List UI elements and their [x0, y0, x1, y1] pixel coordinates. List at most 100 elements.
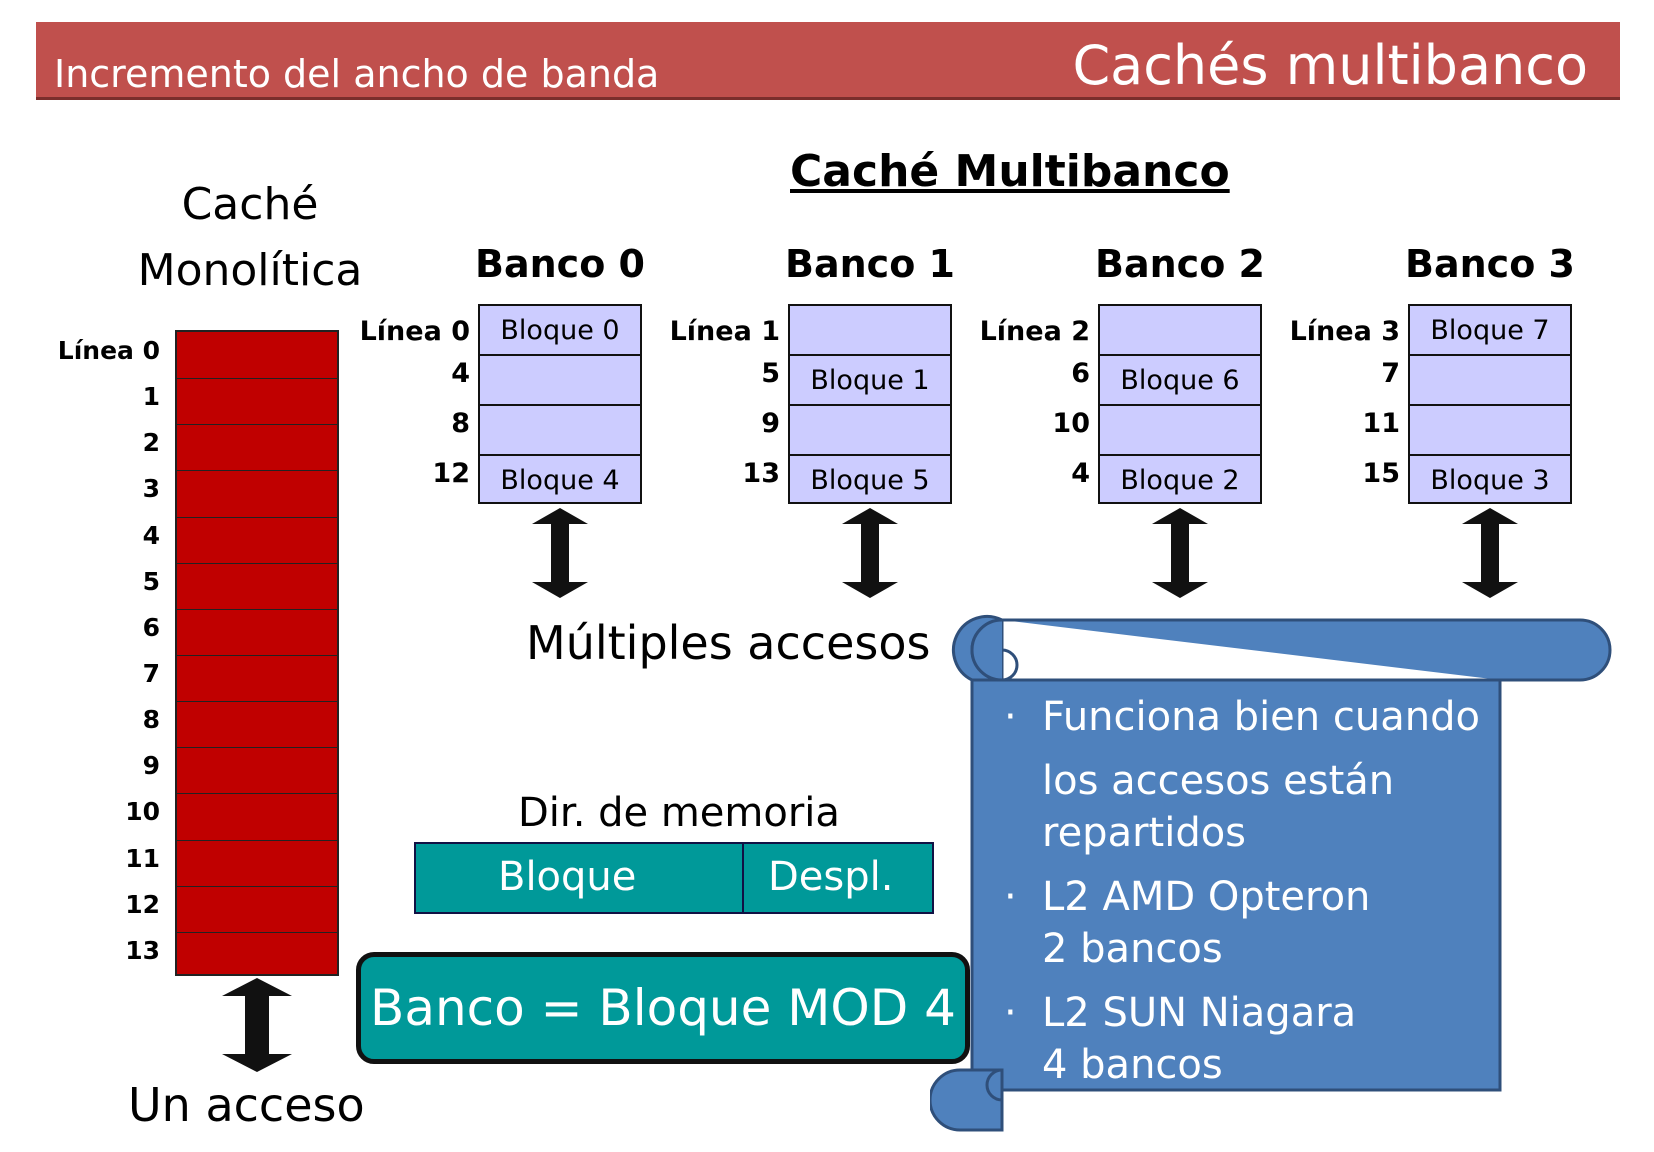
- bank-access-arrow: [842, 508, 898, 598]
- monolithic-line-label: 1: [142, 382, 160, 412]
- single-access-label: Un acceso: [128, 1078, 365, 1132]
- bank-access-arrow: [1152, 508, 1208, 598]
- bank-cell: Bloque 3: [1430, 465, 1550, 496]
- note-line: L2 SUN Niagara: [1042, 990, 1357, 1036]
- monolithic-line-label: 5: [142, 566, 160, 596]
- formula-text: Banco = Bloque MOD 4: [370, 979, 956, 1037]
- monolithic-row-divider: [177, 701, 337, 703]
- monolithic-row-divider: [177, 608, 337, 610]
- monolithic-line-label: 12: [125, 889, 160, 919]
- notes-scroll: [930, 614, 1612, 1132]
- bank-cell: [1410, 406, 1570, 456]
- monolithic-row-divider: [177, 424, 337, 426]
- bank-line-label: 8: [451, 408, 470, 439]
- monolithic-line-label: 3: [142, 474, 160, 504]
- bank-box: Bloque 7 Bloque 3: [1408, 304, 1572, 504]
- monolithic-title-line2: Monolítica: [137, 245, 363, 296]
- bank-access-arrow: [1462, 508, 1518, 598]
- header-left-title: Incremento del ancho de banda: [54, 52, 660, 96]
- bank-cell: [1100, 306, 1260, 356]
- bank-cell: Bloque 0: [480, 306, 640, 356]
- monolithic-line-label: 9: [142, 751, 160, 781]
- bank-line-label: Línea 0: [359, 316, 470, 347]
- multibank-title: Caché Multibanco: [790, 146, 1230, 197]
- bank-line-label: 6: [1071, 358, 1090, 389]
- note-line: Funciona bien cuando: [1042, 694, 1480, 740]
- bank-line-label: 7: [1381, 358, 1400, 389]
- monolithic-row-divider: [177, 747, 337, 749]
- bank-title: Banco 1: [785, 242, 955, 286]
- monolithic-line-label: 11: [125, 843, 160, 873]
- monolithic-line-label: 10: [125, 797, 160, 827]
- monolithic-row-divider: [177, 885, 337, 887]
- bank-line-label: Línea 2: [979, 316, 1090, 347]
- bank-line-label: 15: [1362, 458, 1400, 489]
- monolithic-title: Caché Monolítica: [110, 172, 390, 304]
- monolithic-line-label: 6: [142, 612, 160, 642]
- bank-access-arrow: [532, 508, 588, 598]
- bank-line-label: Línea 1: [669, 316, 780, 347]
- note-line: 2 bancos: [1042, 926, 1223, 972]
- monolithic-row-divider: [177, 655, 337, 656]
- monolithic-row-divider: [177, 562, 337, 564]
- multiple-access-label: Múltiples accesos: [526, 616, 931, 670]
- bank-line-label: 4: [1071, 458, 1090, 489]
- bank-cell: [1410, 356, 1570, 406]
- monolithic-row-divider: [177, 516, 337, 518]
- address-label: Dir. de memoria: [518, 790, 840, 836]
- monolithic-title-line1: Caché: [181, 179, 319, 230]
- header-right-title: Cachés multibanco: [1072, 34, 1588, 97]
- bank-line-label: 11: [1362, 408, 1400, 439]
- monolithic-line-label: 7: [142, 659, 160, 688]
- note-bullet: ·: [1004, 990, 1017, 1036]
- bank-cell: Bloque 7: [1410, 306, 1570, 356]
- bank-line-label: 9: [761, 408, 780, 439]
- bank-cell: Bloque 1: [790, 356, 950, 406]
- bank-cell: Bloque 6: [1100, 356, 1260, 406]
- monolithic-line-label: 2: [142, 428, 160, 458]
- monolithic-line-label: 8: [142, 705, 160, 735]
- monolithic-line-label: 4: [142, 520, 160, 550]
- note-line: los accesos están: [1042, 758, 1395, 804]
- monolithic-line-label: Línea 0: [57, 336, 160, 365]
- bank-line-label: 10: [1052, 408, 1090, 439]
- bank-box: Bloque 0 Bloque 4: [478, 304, 642, 504]
- monolithic-cache-bar: [175, 330, 339, 976]
- bank-title: Banco 2: [1095, 242, 1265, 286]
- bank-title: Banco 0: [475, 242, 645, 286]
- note-line: repartidos: [1042, 810, 1247, 856]
- note-line: 4 bancos: [1042, 1042, 1223, 1088]
- note-bullet: ·: [1004, 694, 1017, 740]
- monolithic-row-divider: [177, 470, 337, 472]
- bank-box: Bloque 1 Bloque 5: [788, 304, 952, 504]
- bank-cell: [1100, 406, 1260, 456]
- note-line: L2 AMD Opteron: [1042, 874, 1371, 920]
- bank-line-label: 12: [432, 458, 470, 489]
- bank-cell: [480, 356, 640, 406]
- note-bullet: ·: [1004, 874, 1017, 920]
- bank-line-label: Línea 3: [1289, 316, 1400, 347]
- bank-cell: [790, 406, 950, 456]
- bank-cell: Bloque 4: [500, 465, 620, 496]
- monolithic-row-divider: [177, 931, 337, 933]
- bank-line-label: 4: [451, 358, 470, 389]
- formula-box: Banco = Bloque MOD 4: [356, 952, 970, 1064]
- bank-title: Banco 3: [1405, 242, 1575, 286]
- monolithic-line-label: 13: [125, 935, 160, 965]
- address-field-box: Bloque Despl.: [414, 842, 934, 914]
- address-field-offset: Despl.: [768, 854, 894, 900]
- address-field-block: Bloque: [498, 854, 637, 900]
- bank-cell: Bloque 5: [810, 465, 930, 496]
- single-access-arrow: [222, 978, 292, 1072]
- bank-line-label: 5: [761, 358, 780, 389]
- bank-cell: [790, 306, 950, 356]
- monolithic-row-divider: [177, 378, 337, 380]
- bank-cell: [480, 406, 640, 456]
- slide-header: Incremento del ancho de banda Cachés mul…: [36, 22, 1620, 100]
- monolithic-row-divider: [177, 839, 337, 841]
- bank-line-label: 13: [742, 458, 780, 489]
- monolithic-row-divider: [177, 793, 337, 795]
- bank-cell: Bloque 2: [1120, 465, 1240, 496]
- address-divider: [742, 844, 744, 912]
- bank-box: Bloque 6 Bloque 2: [1098, 304, 1262, 504]
